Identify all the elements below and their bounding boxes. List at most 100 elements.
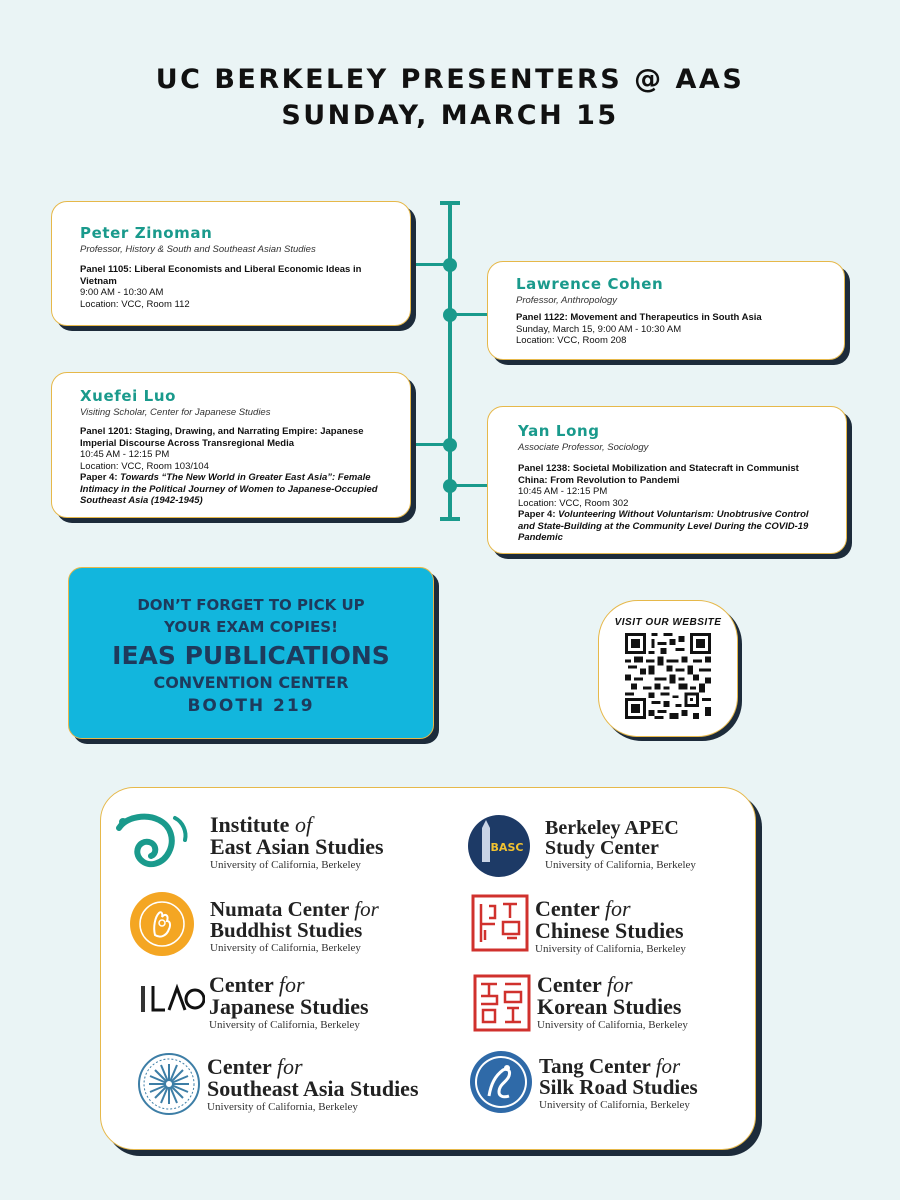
qr-code-icon[interactable]: [625, 633, 711, 719]
japanese-mark-icon: [141, 983, 205, 1012]
logo-line1: Numata Center: [210, 897, 355, 921]
tang-medallion-icon: [470, 1051, 532, 1113]
logo-line1-italic: for: [276, 1054, 303, 1079]
logo-line1-italic: for: [655, 1054, 681, 1078]
panel-location: Location: VCC, Room 112: [80, 298, 190, 310]
paper-info: Paper 4: Volunteering Without Voluntaris…: [518, 509, 836, 544]
timeline-cap-top: [440, 201, 460, 205]
timeline-dot: [443, 479, 457, 493]
korean-seal-icon: [473, 974, 531, 1032]
timeline-dot: [443, 308, 457, 322]
southeast-asia-sun-icon: [138, 1053, 200, 1115]
timeline-branch: [454, 484, 494, 487]
logo-line1-italic: for: [278, 972, 305, 997]
timeline-dot: [443, 438, 457, 452]
logo-line2: Korean Studies: [537, 994, 682, 1020]
logo-subtitle: University of California, Berkeley: [209, 1018, 360, 1031]
panel-time: Sunday, March 15, 9:00 AM - 10:30 AM: [516, 323, 682, 335]
logo-line2: Study Center: [545, 837, 659, 860]
panel-location: Location: VCC, Room 208: [516, 335, 627, 346]
presenter-name: Yan Long: [518, 422, 600, 440]
presenter-card-zinoman: Peter Zinoman Professor, History & South…: [51, 201, 411, 326]
logo-line1: Tang Center: [539, 1054, 656, 1078]
presenter-card-cohen: Lawrence Cohen Professor, Anthropology P…: [487, 261, 845, 360]
timeline-line: [448, 203, 452, 519]
reminder-line-3: IEAS PUBLICATIONS: [112, 641, 390, 670]
title-line-2: SUNDAY, MARCH 15: [281, 100, 619, 131]
logo-subtitle: University of California, Berkeley: [210, 941, 361, 954]
reminder-line-5: BOOTH 219: [187, 696, 315, 716]
timeline-branch: [454, 313, 494, 316]
logo-subtitle: University of California, Berkeley: [207, 1100, 358, 1113]
website-qr-card[interactable]: VISIT OUR WEBSITE: [598, 600, 738, 737]
logo-line1: Institute: [210, 812, 295, 837]
logo-line1: Center: [207, 1054, 277, 1079]
logo-line1: Center: [209, 972, 279, 997]
timeline-branch: [404, 263, 446, 266]
chinese-seal-icon: [471, 894, 529, 952]
presenter-card-long: Yan Long Associate Professor, Sociology …: [487, 406, 847, 554]
logo-basc: BASC Berkeley APEC Study Center Universi…: [465, 812, 745, 882]
panel-title: Panel 1122: Movement and Therapeutics in…: [516, 312, 762, 323]
basc-badge-text: BASC: [491, 841, 524, 854]
presenter-card-luo: Xuefei Luo Visiting Scholar, Center for …: [51, 372, 411, 518]
presenter-role: Visiting Scholar, Center for Japanese St…: [80, 407, 271, 418]
logo-ieas: Institute of East Asian Studies Universi…: [113, 810, 413, 880]
panel-time: 10:45 AM - 12:15 PM: [80, 449, 170, 460]
logo-korean: Center for Korean Studies University of …: [473, 972, 753, 1042]
panel-title: Panel 1201: Staging, Drawing, and Narrat…: [80, 426, 364, 449]
presenter-name: Xuefei Luo: [80, 387, 177, 405]
logo-subtitle: University of California, Berkeley: [539, 1098, 690, 1111]
basc-badge-icon: BASC: [468, 815, 530, 877]
paper-title: Towards “The New World in Greater East A…: [80, 472, 378, 506]
affiliate-logos-panel: Institute of East Asian Studies Universi…: [100, 787, 756, 1150]
logo-line2: East Asian Studies: [210, 834, 384, 860]
panel-time: 10:45 AM - 12:15 PM: [518, 486, 608, 497]
logo-line1-italic: for: [606, 972, 633, 997]
logo-line1-italic: of: [294, 812, 313, 837]
timeline-dot: [443, 258, 457, 272]
panel-location: Location: VCC, Room 103/104: [80, 460, 209, 472]
logo-subtitle: University of California, Berkeley: [535, 942, 686, 955]
logo-line1-italic: for: [354, 897, 379, 921]
presenter-role: Associate Professor, Sociology: [518, 442, 649, 453]
logo-line2: Silk Road Studies: [539, 1075, 698, 1100]
ieas-swirl-icon: [116, 813, 188, 868]
paper-info: Paper 4: Towards “The New World in Great…: [80, 472, 400, 507]
logo-line1: Center: [535, 896, 605, 921]
logo-numata: Numata Center for Buddhist Studies Unive…: [129, 891, 419, 961]
logo-japanese: Center for Japanese Studies University o…: [139, 972, 429, 1034]
logo-subtitle: University of California, Berkeley: [537, 1018, 688, 1031]
panel-location: Location: VCC, Room 302: [518, 497, 629, 509]
page-title: UC BERKELEY PRESENTERS @ AAS SUNDAY, MAR…: [0, 62, 900, 134]
logo-line1: Center: [537, 972, 607, 997]
timeline-cap-bottom: [440, 517, 460, 521]
paper-label: Paper 4:: [518, 509, 559, 520]
logo-line1-italic: for: [604, 896, 631, 921]
logo-line2: Southeast Asia Studies: [207, 1076, 419, 1102]
logo-line2: Japanese Studies: [209, 994, 369, 1020]
panel-title: Panel 1105: Liberal Economists and Liber…: [80, 264, 362, 287]
numata-hand-icon: [130, 892, 194, 956]
reminder-line-1: DON’T FORGET TO PICK UP: [137, 596, 365, 614]
panel-title: Panel 1238: Societal Mobilization and St…: [518, 463, 799, 486]
presenter-name: Peter Zinoman: [80, 224, 213, 242]
logo-tang: Tang Center for Silk Road Studies Univer…: [469, 1050, 753, 1120]
paper-title: Volunteering Without Voluntarism: Unobtr…: [518, 509, 809, 543]
exam-copies-reminder: DON’T FORGET TO PICK UP YOUR EXAM COPIES…: [68, 567, 434, 739]
title-line-1: UC BERKELEY PRESENTERS @ AAS: [155, 64, 745, 95]
presenter-role: Professor, History & South and Southeast…: [80, 244, 316, 255]
logo-line2: Buddhist Studies: [210, 918, 363, 943]
timeline-branch: [404, 443, 446, 446]
logo-chinese: Center for Chinese Studies University of…: [471, 894, 751, 964]
reminder-line-2: YOUR EXAM COPIES!: [164, 618, 338, 636]
logo-line1: Berkeley APEC: [545, 817, 679, 839]
logo-subtitle: University of California, Berkeley: [545, 858, 696, 871]
reminder-line-4: CONVENTION CENTER: [153, 673, 349, 692]
paper-label: Paper 4:: [80, 472, 121, 483]
presenter-role: Professor, Anthropology: [516, 295, 618, 306]
logo-southeast-asia: Center for Southeast Asia Studies Univer…: [137, 1052, 447, 1122]
presenter-name: Lawrence Cohen: [516, 275, 664, 293]
logo-subtitle: University of California, Berkeley: [210, 858, 361, 871]
qr-label: VISIT OUR WEBSITE: [614, 617, 722, 628]
